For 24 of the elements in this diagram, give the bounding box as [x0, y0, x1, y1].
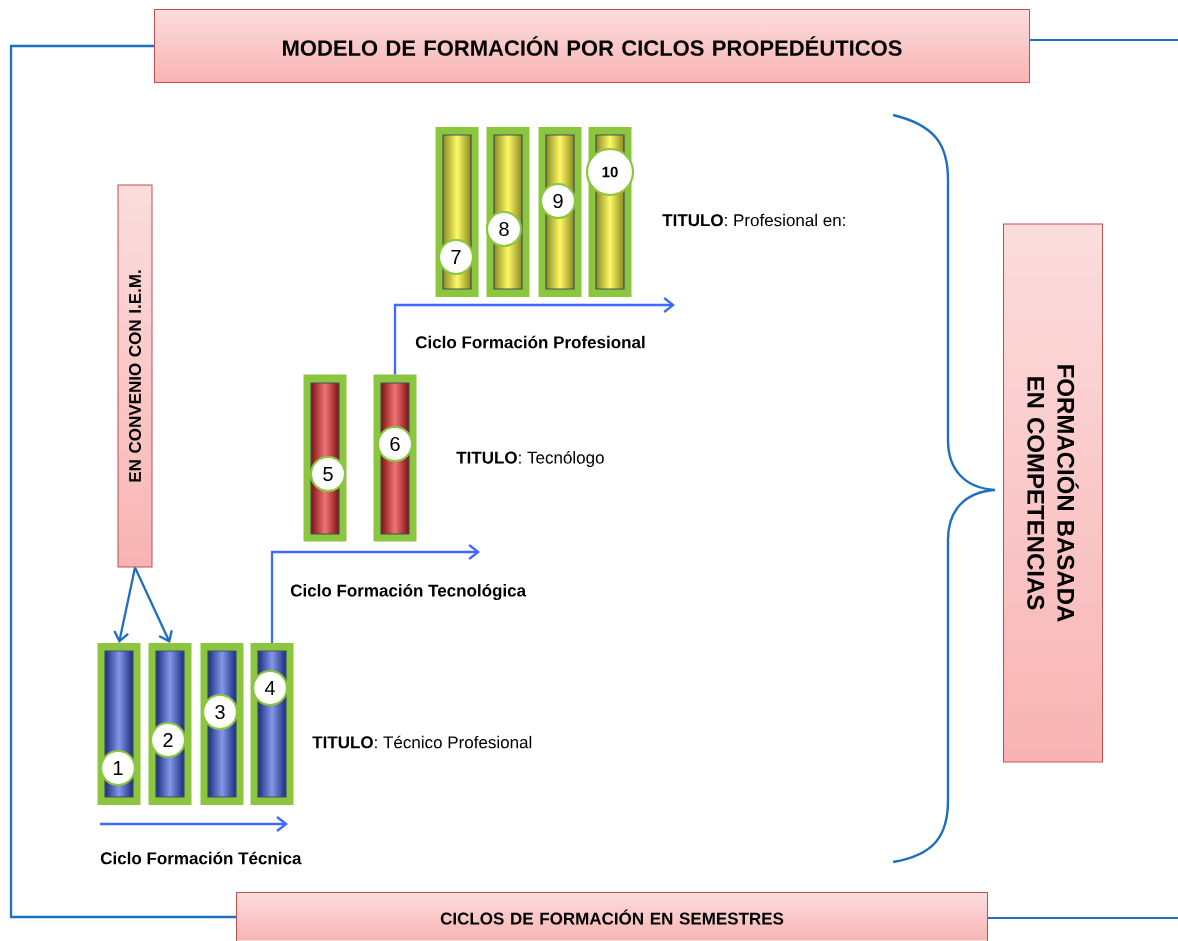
bar: 6	[373, 374, 417, 542]
arrow	[270, 544, 480, 643]
label-box: CICLOS DE FORMACIÓN EN SEMESTRES	[236, 892, 988, 941]
arrow	[113, 567, 137, 643]
bar: 4	[250, 643, 294, 805]
bar: 10	[585, 127, 635, 297]
bar: 7	[435, 127, 479, 297]
arrow	[393, 297, 675, 375]
label-box: EN CONVENIO CON I.E.M.	[117, 184, 153, 568]
cycle-label: Ciclo Formación Tecnológica	[290, 583, 527, 601]
bar: 9	[538, 127, 582, 297]
title-text: TITULO: Profesional en:	[662, 213, 845, 227]
title-text: TITULO: Técnico Profesional	[312, 735, 532, 749]
bar: 3	[200, 643, 244, 805]
title-box: MODELO DE FORMACIÓN POR CICLOS PROPEDÉUTICOS	[154, 9, 1030, 83]
label-box: FORMACIÓN BASADA EN COMPETENCIAS	[1003, 223, 1103, 763]
title-text: TITULO: Tecnólogo	[456, 451, 604, 467]
cycle-label: Ciclo Formación Profesional	[415, 335, 645, 349]
bar: 1	[97, 643, 141, 805]
bar: 2	[148, 643, 192, 805]
bar: 5	[303, 374, 347, 542]
cycle-label: Ciclo Formación Técnica	[100, 851, 302, 865]
arrow	[133, 567, 173, 643]
bar: 8	[485, 127, 530, 297]
